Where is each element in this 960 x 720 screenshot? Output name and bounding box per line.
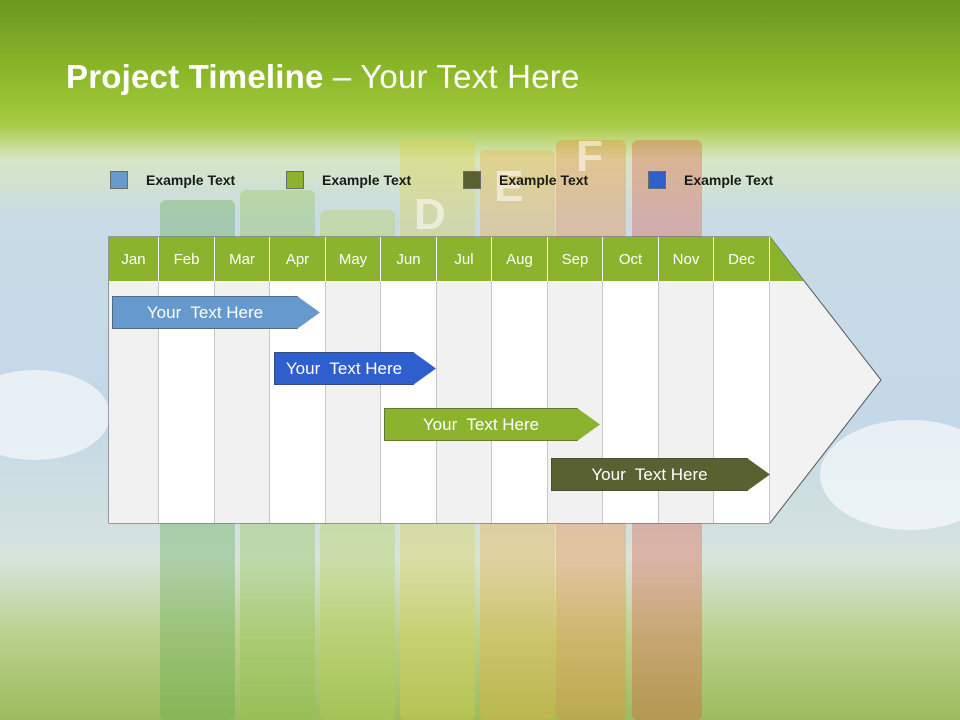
legend-label: Example Text [684,172,774,188]
month-header: Oct [603,237,659,281]
page-title: Project Timeline – Your Text Here [66,58,580,96]
timeline-bar-label: Your Text Here [146,302,264,322]
timeline-bar-label: Your Text Here [422,414,540,434]
legend-label: Example Text [322,172,412,188]
timeline-bar[interactable]: Your Text Here [551,458,748,491]
month-header: Feb [159,237,215,281]
month-column [437,281,492,523]
bg-letter: E [494,162,524,211]
month-header: Nov [659,237,714,281]
month-column [492,281,548,523]
bg-letter: F [576,132,603,181]
month-header: Jun [381,237,437,281]
timeline-arrow-head-top [770,237,804,281]
month-column [381,281,437,523]
legend-label: Example Text [499,172,589,188]
timeline-bar[interactable]: Your Text Here [384,408,578,441]
legend-swatch [110,171,128,189]
timeline-bar-label: Your Text Here [285,358,403,378]
title-bold: Project Timeline [66,58,324,95]
legend-swatch [286,171,304,189]
month-header: Dec [714,237,770,281]
bg-cloud [820,420,960,530]
month-header: Jan [109,237,159,281]
month-header: Mar [215,237,270,281]
month-header: Jul [437,237,492,281]
legend-label: Example Text [146,172,236,188]
legend-item: Example Text [648,170,773,190]
title-rest: – Your Text Here [323,58,580,95]
legend-swatch [463,171,481,189]
month-header: Sep [548,237,603,281]
month-header: Aug [492,237,548,281]
header-band [0,0,960,135]
month-header: May [326,237,381,281]
bg-letter: D [414,190,446,239]
timeline-bar-label: Your Text Here [591,464,708,484]
legend-swatch [648,171,666,189]
month-column [326,281,381,523]
legend-item: Example Text [286,170,411,190]
legend-item: Example Text [463,170,588,190]
timeline-bar[interactable]: Your Text Here [112,296,298,329]
month-header: Apr [270,237,326,281]
timeline-bar[interactable]: Your Text Here [274,352,414,385]
legend-item: Example Text [110,170,235,190]
